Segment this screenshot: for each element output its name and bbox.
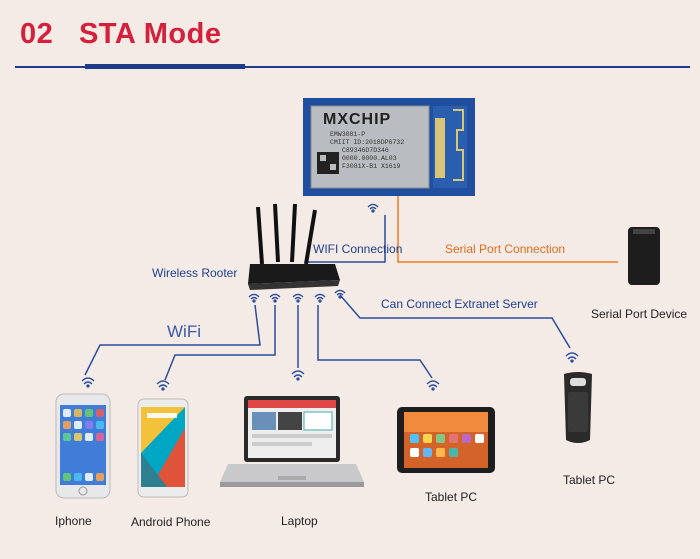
serial-port-device-label: Serial Port Device (591, 307, 688, 321)
extranet-server-label: Can Connect Extranet Server (381, 297, 538, 311)
laptop-icon (220, 396, 364, 487)
wifi-signal-icon (81, 203, 579, 391)
router-icon (248, 203, 340, 290)
page-title: 02 STA Mode (20, 18, 221, 51)
module-brand: MXCHIP (323, 111, 392, 128)
module-line: EMW3081-P (330, 131, 366, 138)
section-title: STA Mode (78, 18, 222, 50)
module-line: 0000.0000.AL03 (342, 155, 397, 162)
android-phone-label: Android Phone (131, 515, 211, 529)
wifi-label: WiFi (167, 322, 201, 341)
module-chip-icon (303, 98, 475, 196)
module-text: EMW3081-P CMIIT ID:2018DP6732 C89346D7D3… (330, 131, 404, 171)
serial-device-icon (628, 227, 660, 285)
title-rule-accent (85, 64, 245, 69)
tablet-icon (397, 407, 495, 473)
module-line: CMIIT ID:2018DP6732 (330, 139, 405, 146)
module-line: C89346D7D346 (342, 147, 389, 154)
wifi-connection-label: WIFI Connection (313, 242, 403, 256)
iphone-icon (55, 393, 111, 499)
tablet-pc-device-label: Tablet PC (563, 473, 616, 487)
serial-port-connection-label: Serial Port Connection (445, 242, 566, 256)
section-number: 02 (20, 18, 54, 50)
title-rule (15, 66, 690, 68)
tablet-pc-device-icon (564, 372, 592, 443)
iphone-label: Iphone (55, 514, 92, 528)
tablet-pc-label: Tablet PC (425, 490, 478, 504)
android-phone-icon (137, 398, 189, 498)
module-line: F3081X-B1 X1619 (342, 163, 401, 170)
wireless-router-label: Wireless Rooter (152, 266, 238, 280)
laptop-label: Laptop (281, 514, 318, 528)
